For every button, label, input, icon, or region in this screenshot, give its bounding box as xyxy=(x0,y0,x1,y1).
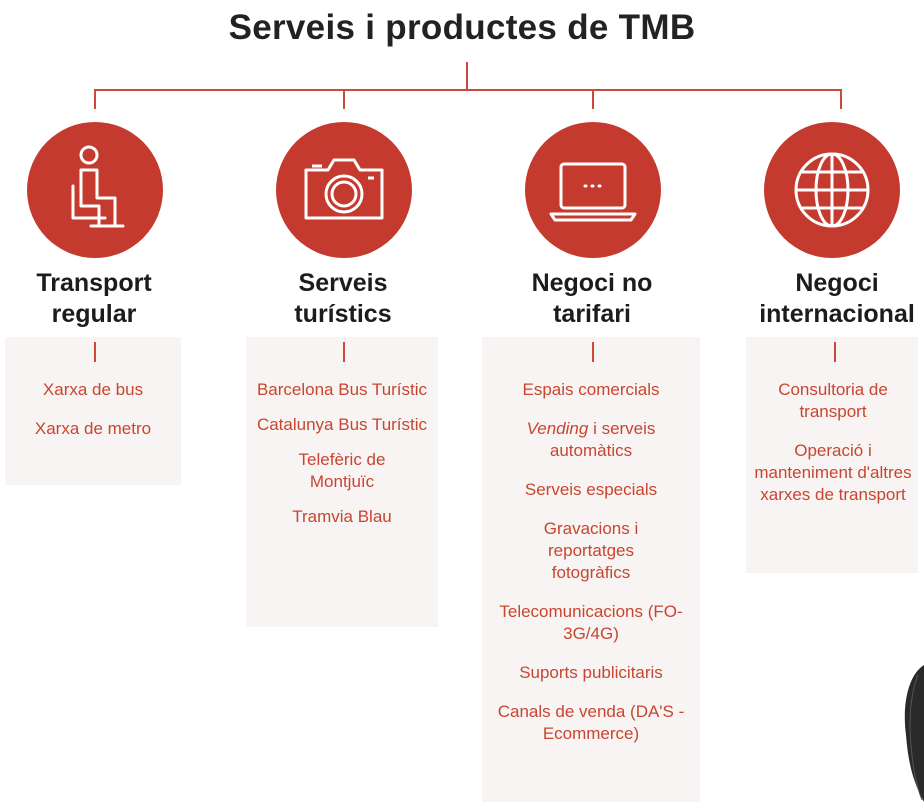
transport-regular-panel xyxy=(5,337,181,485)
list-item: Xarxa de bus xyxy=(42,380,144,399)
camera-icon xyxy=(304,158,384,220)
list-item-vending: Vending i serveis automàtics xyxy=(482,418,700,462)
negoci-no-tarifari-tick xyxy=(592,342,594,362)
connector-drop-4 xyxy=(840,89,842,109)
category-title-line-1: Serveis xyxy=(298,269,388,297)
transport-regular-circle xyxy=(27,122,163,258)
negoci-internacional-items: Consultoria de transport Operació i mant… xyxy=(750,379,916,523)
list-item: Consultoria de transport xyxy=(778,380,888,421)
list-item: Telefèric de Montjuïc xyxy=(298,450,386,491)
list-item: Telecomunicacions (FO-3G/4G) xyxy=(499,602,683,643)
list-item: Operació i manteniment d'altres xarxes d… xyxy=(754,441,912,504)
category-title-line-2: tarifari xyxy=(553,300,631,328)
vending-rest: i serveis automàtics xyxy=(549,419,656,460)
category-title-negoci-no-tarifari: Negoci no tarifari xyxy=(492,268,692,330)
negoci-internacional-tick xyxy=(834,342,836,362)
negoci-no-tarifari-items: Espais comercials Vending i serveis auto… xyxy=(482,379,700,762)
list-item: Canals de venda (DA'S - Ecommerce) xyxy=(497,702,685,743)
list-item: Serveis especials xyxy=(524,480,658,499)
list-item: Suports publicitaris xyxy=(519,663,663,682)
connector-horizontal xyxy=(94,89,841,91)
category-title-line-2: internacional xyxy=(759,300,915,328)
category-title-line-1: Negoci xyxy=(795,269,879,297)
list-item: Catalunya Bus Turístic xyxy=(256,415,428,434)
serveis-turistics-tick xyxy=(343,342,345,362)
transport-regular-items: Xarxa de bus Xarxa de metro xyxy=(5,379,181,457)
page-title: Serveis i productes de TMB xyxy=(228,8,696,47)
connector-drop-2 xyxy=(343,89,345,109)
connector-drop-3 xyxy=(592,89,594,109)
category-title-transport-regular: Transport regular xyxy=(0,268,194,330)
serveis-turistics-panel xyxy=(246,337,438,627)
list-item: Gravacions i reportatges fotogràfics xyxy=(543,519,639,582)
globe-icon xyxy=(794,152,870,228)
serveis-turistics-items: Barcelona Bus Turístic Catalunya Bus Tur… xyxy=(256,379,428,541)
category-title-serveis-turistics: Serveis turístics xyxy=(243,268,443,330)
negoci-no-tarifari-panel xyxy=(482,337,700,802)
serveis-turistics-circle xyxy=(276,122,412,258)
list-item: Xarxa de metro xyxy=(34,419,152,438)
negoci-internacional-circle xyxy=(764,122,900,258)
negoci-no-tarifari-circle xyxy=(525,122,661,258)
list-item: Tramvia Blau xyxy=(292,507,392,526)
scan-artifact xyxy=(904,665,924,802)
laptop-icon xyxy=(549,162,637,222)
category-title-line-1: Transport xyxy=(36,269,152,297)
category-title-negoci-internacional: Negoci internacional xyxy=(732,268,924,330)
connector-trunk xyxy=(466,62,468,90)
list-item: Espais comercials xyxy=(522,380,660,399)
list-item: Barcelona Bus Turístic xyxy=(256,380,428,399)
category-title-line-2: regular xyxy=(51,300,137,328)
category-title-line-2: turístics xyxy=(294,300,392,328)
person-seated-icon xyxy=(71,145,125,228)
connector-drop-1 xyxy=(94,89,96,109)
negoci-internacional-panel xyxy=(746,337,918,573)
category-title-line-1: Negoci no xyxy=(531,269,653,297)
vending-word: Vending xyxy=(526,419,589,438)
transport-regular-tick xyxy=(94,342,96,362)
